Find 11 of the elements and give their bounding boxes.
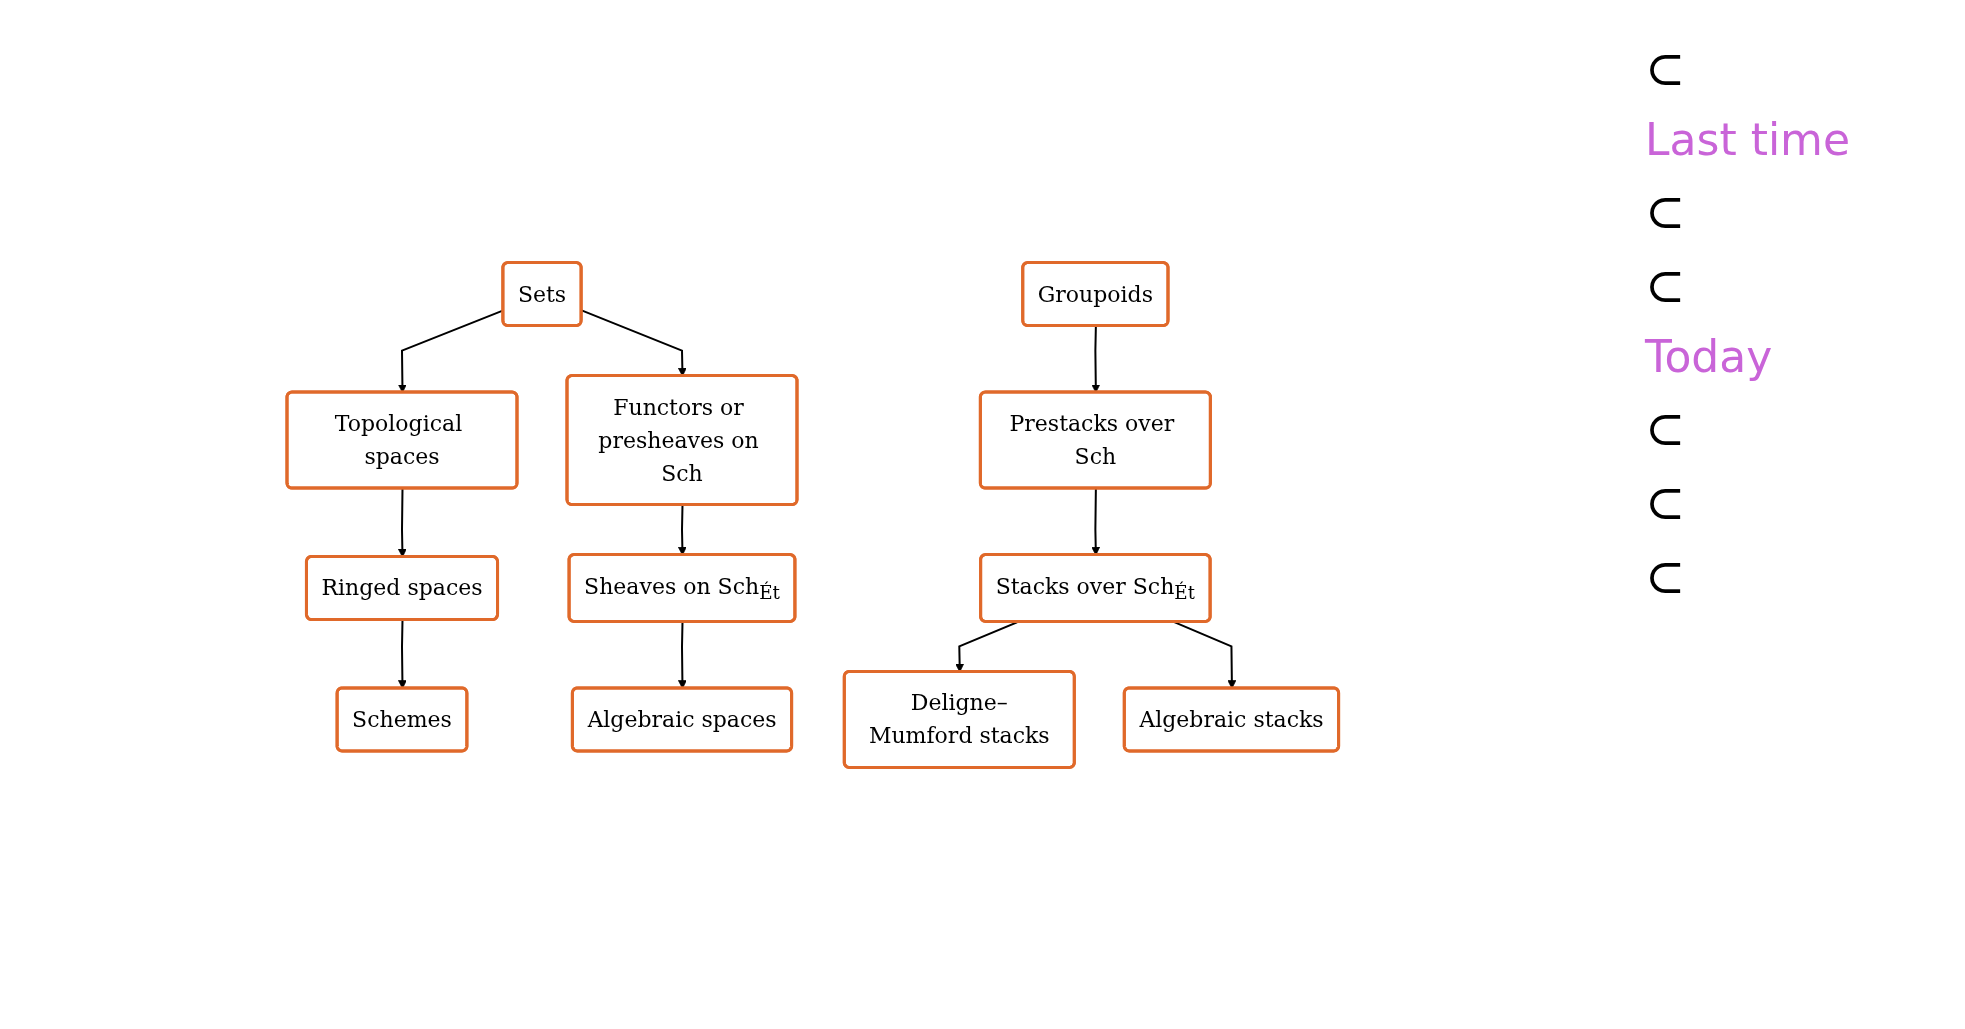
arrow (580, 308, 687, 376)
note-label: ⊂ (1645, 40, 1687, 96)
note-label: ⊂ (1645, 474, 1687, 530)
note-label: ⊂ (1645, 257, 1687, 313)
note-label: Last time (1645, 114, 1852, 165)
note-label: Today (1645, 331, 1774, 382)
note-label: ⊂ (1645, 548, 1687, 604)
note-label: ⊂ (1645, 183, 1687, 239)
arrow (397, 487, 407, 557)
note-label: ⊂ (1645, 400, 1687, 456)
arrow (1091, 487, 1100, 555)
